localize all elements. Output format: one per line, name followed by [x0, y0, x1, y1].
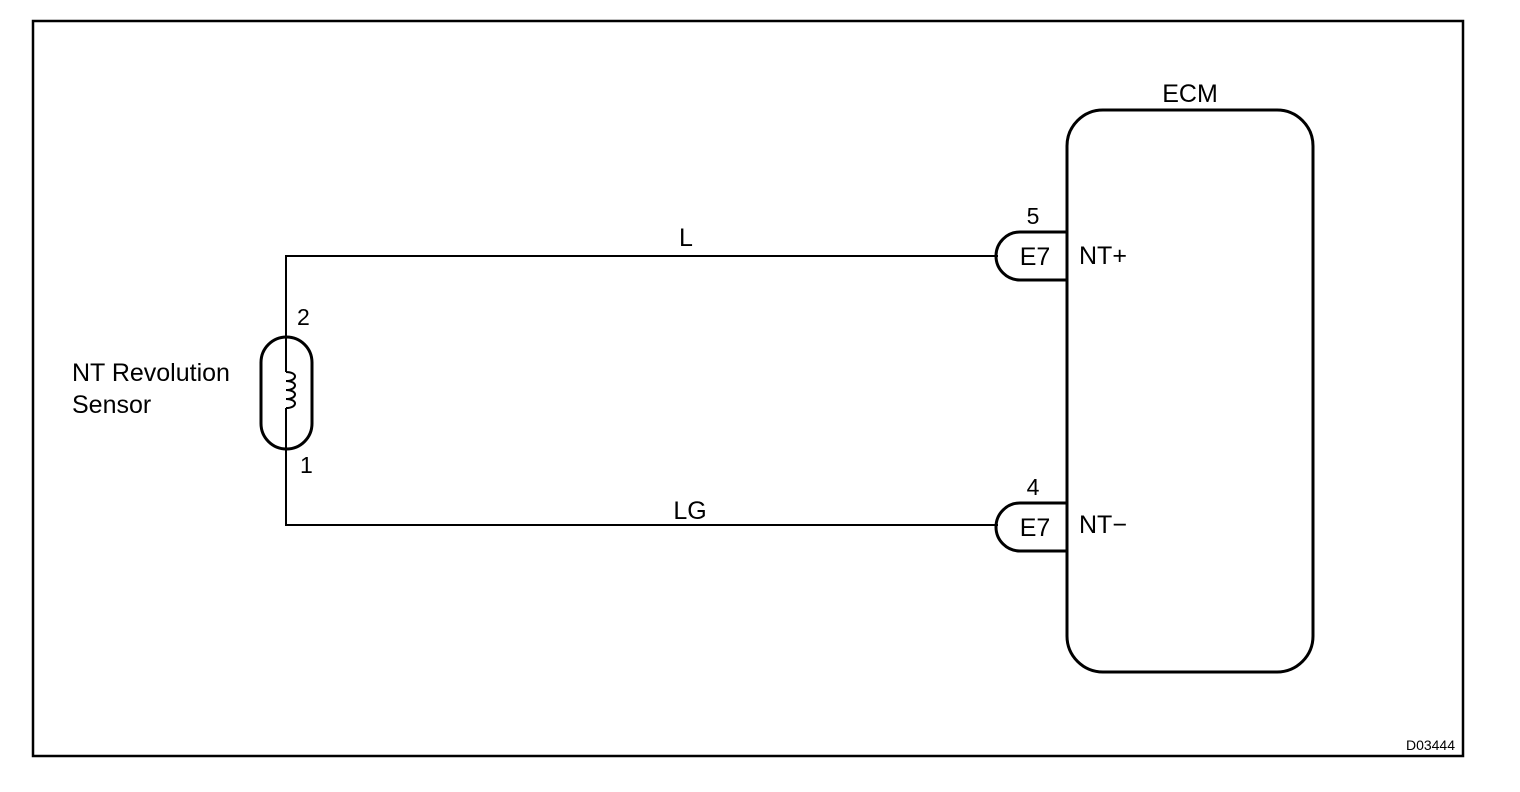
- ecm-terminal-nt-minus: NT−: [1079, 511, 1127, 539]
- connector-e7-pin5: [994, 230, 1067, 282]
- sensor-coil-icon: [285, 337, 296, 449]
- sensor-label-line2: Sensor: [72, 391, 151, 419]
- diagram-frame: [31, 19, 1465, 758]
- connector-e7-pin4-id: E7: [1020, 514, 1051, 542]
- sensor-label-line1: NT Revolution: [72, 359, 230, 387]
- diagram-code: D03444: [1406, 737, 1455, 753]
- connector-e7-pin4-number: 4: [1027, 474, 1040, 500]
- connector-e7-pin4: [994, 501, 1067, 553]
- sensor-pin-bottom: 1: [300, 452, 313, 478]
- ecm-label: ECM: [1162, 80, 1218, 108]
- wire-lg-label: LG: [673, 497, 706, 525]
- wire-lg: [285, 449, 998, 526]
- ecm-terminal-nt-plus: NT+: [1079, 242, 1127, 270]
- connector-e7-pin5-number: 5: [1027, 203, 1040, 229]
- sensor-pin-top: 2: [297, 304, 310, 330]
- wire-l: [285, 255, 998, 337]
- ecm-box: [1065, 108, 1315, 674]
- wire-l-label: L: [679, 224, 693, 252]
- connector-e7-pin5-id: E7: [1020, 243, 1051, 271]
